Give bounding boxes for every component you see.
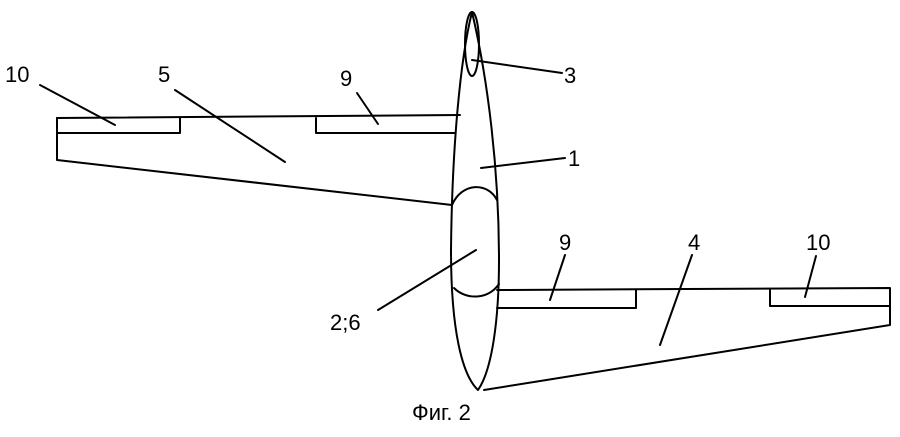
label-9-right: 9 [559,230,571,255]
label-10-right: 10 [806,230,830,255]
left-inner-flap [315,117,456,134]
fuselage [450,11,500,391]
center-section-bottom [453,283,500,298]
label-2-6: 2;6 [330,310,361,335]
left-wing [56,114,461,206]
label-5: 5 [158,62,170,87]
center-section-top [451,186,498,206]
label-9-left: 9 [340,66,352,91]
label-4: 4 [688,230,700,255]
label-10-left: 10 [5,62,29,87]
label-3: 3 [564,63,576,88]
figure-caption: Фиг. 2 [412,400,471,425]
right-inner-flap [496,289,637,309]
right-outer-flap [769,289,891,307]
label-1: 1 [568,146,580,171]
right-wing [483,287,891,391]
nose-section [464,11,480,77]
leader-lines [39,59,817,346]
left-outer-flap [56,117,181,134]
